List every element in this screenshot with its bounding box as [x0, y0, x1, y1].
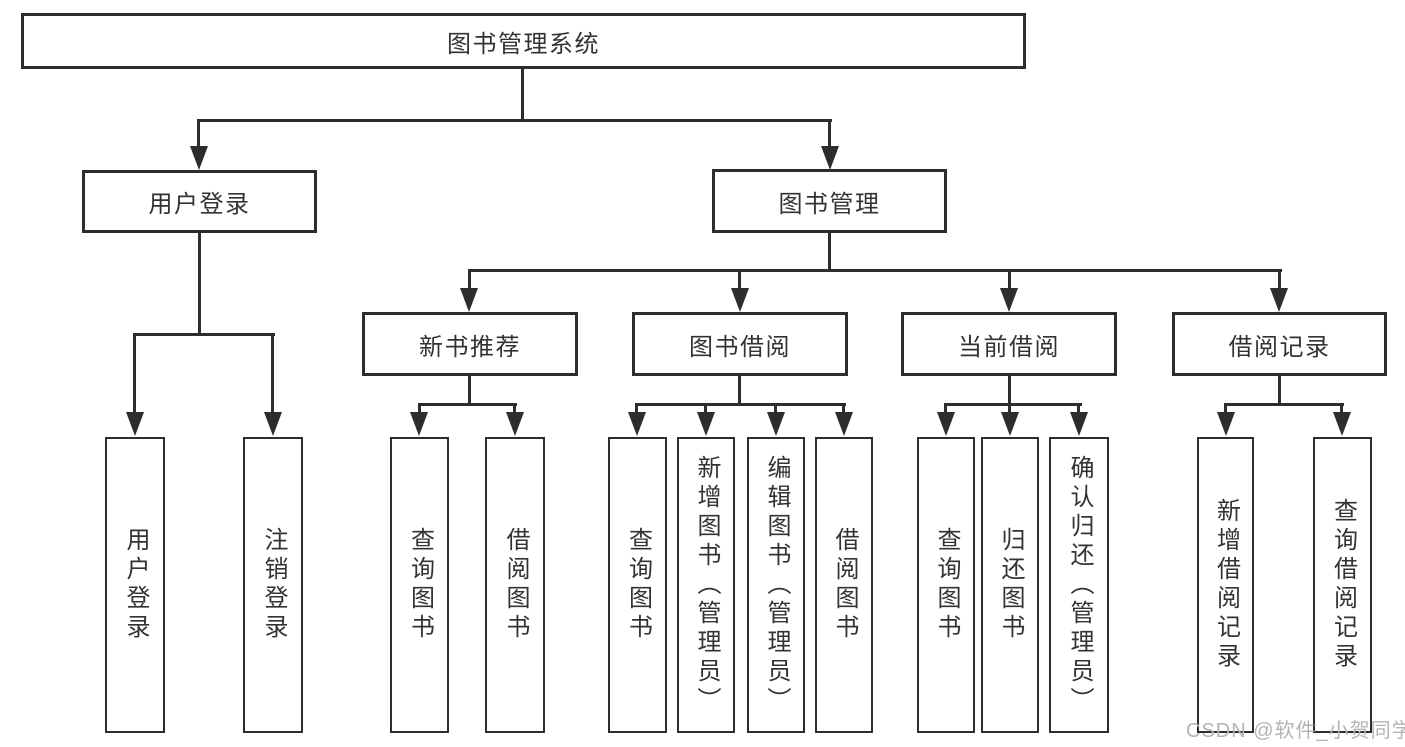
connector-to-borrow-records	[1278, 272, 1281, 290]
connector-stub	[1008, 406, 1011, 412]
connector-current-borrow-horizontal	[944, 403, 1082, 406]
connector-stub	[1224, 406, 1227, 412]
connector-stub	[418, 406, 421, 412]
connector-book-mgmt-vertical	[828, 233, 831, 271]
leaf-current-query-books: 查询图书	[917, 437, 975, 733]
leaf-borrow-add-books-admin: 新增图书（管理员）	[677, 437, 735, 733]
connector-book-borrow-horizontal	[635, 403, 846, 406]
connector-to-logout-leaf	[271, 336, 274, 412]
leaf-borrow-edit-books-admin: 编辑图书（管理员）	[747, 437, 805, 733]
node-new-book-recommend: 新书推荐	[362, 312, 578, 376]
leaf-recommend-borrow-books: 借阅图书	[485, 437, 545, 733]
connector-book-mgmt-horizontal	[468, 269, 1282, 272]
arrowhead-down-icon	[731, 288, 749, 312]
connector-stub	[944, 406, 947, 412]
connector-book-borrow-vertical	[738, 376, 741, 405]
connector-user-login-horizontal	[133, 333, 275, 336]
connector-root-vertical	[521, 69, 524, 120]
node-current-borrow: 当前借阅	[901, 312, 1117, 376]
arrowhead-down-icon	[697, 412, 715, 436]
arrowhead-down-icon	[264, 412, 282, 436]
connector-to-login-leaf	[133, 336, 136, 412]
connector-borrow-records-horizontal	[1224, 403, 1344, 406]
arrowhead-down-icon	[1270, 288, 1288, 312]
arrowhead-down-icon	[628, 412, 646, 436]
leaf-records-query-record: 查询借阅记录	[1313, 437, 1372, 733]
connector-new-book-vertical	[468, 376, 471, 405]
arrowhead-down-icon	[937, 412, 955, 436]
connector-to-book-borrow	[738, 272, 741, 290]
node-book-borrow: 图书借阅	[632, 312, 848, 376]
leaf-logout: 注销登录	[243, 437, 303, 733]
connector-stub	[704, 406, 707, 412]
arrowhead-down-icon	[1217, 412, 1235, 436]
connector-to-new-book	[468, 272, 471, 290]
node-root-library-system: 图书管理系统	[21, 13, 1026, 69]
connector-stub	[1077, 406, 1080, 412]
connector-stub	[842, 406, 845, 412]
leaf-user-login: 用户登录	[105, 437, 165, 733]
connector-user-login-vertical	[198, 233, 201, 335]
connector-new-book-horizontal	[418, 403, 517, 406]
leaf-current-return-books: 归还图书	[981, 437, 1039, 733]
csdn-watermark: CSDN @软件_小贺同学	[1186, 720, 1405, 742]
arrowhead-down-icon	[1000, 288, 1018, 312]
arrowhead-down-icon	[1333, 412, 1351, 436]
arrowhead-down-icon	[126, 412, 144, 436]
connector-stub	[635, 406, 638, 412]
connector-to-current-borrow	[1008, 272, 1011, 290]
leaf-borrow-borrow-books: 借阅图书	[815, 437, 873, 733]
arrowhead-down-icon	[506, 412, 524, 436]
arrowhead-down-icon	[460, 288, 478, 312]
leaf-records-add-record: 新增借阅记录	[1197, 437, 1254, 733]
arrowhead-down-icon	[1070, 412, 1088, 436]
node-user-login: 用户登录	[82, 170, 317, 233]
arrowhead-down-icon	[767, 412, 785, 436]
connector-root-horizontal	[197, 119, 832, 122]
connector-stub	[1340, 406, 1343, 412]
leaf-current-confirm-return-admin: 确认归还（管理员）	[1049, 437, 1109, 733]
leaf-recommend-query-books: 查询图书	[390, 437, 449, 733]
arrowhead-down-icon	[190, 146, 208, 170]
connector-stub	[774, 406, 777, 412]
leaf-borrow-query-books: 查询图书	[608, 437, 667, 733]
node-book-management: 图书管理	[712, 169, 947, 233]
connector-to-book-mgmt	[828, 122, 831, 148]
connector-current-borrow-vertical	[1008, 376, 1011, 405]
arrowhead-down-icon	[410, 412, 428, 436]
connector-to-user-login	[197, 122, 200, 148]
arrowhead-down-icon	[835, 412, 853, 436]
arrowhead-down-icon	[821, 146, 839, 170]
connector-borrow-records-vertical	[1278, 376, 1281, 405]
arrowhead-down-icon	[1001, 412, 1019, 436]
connector-stub	[513, 406, 516, 412]
node-borrow-records: 借阅记录	[1172, 312, 1387, 376]
